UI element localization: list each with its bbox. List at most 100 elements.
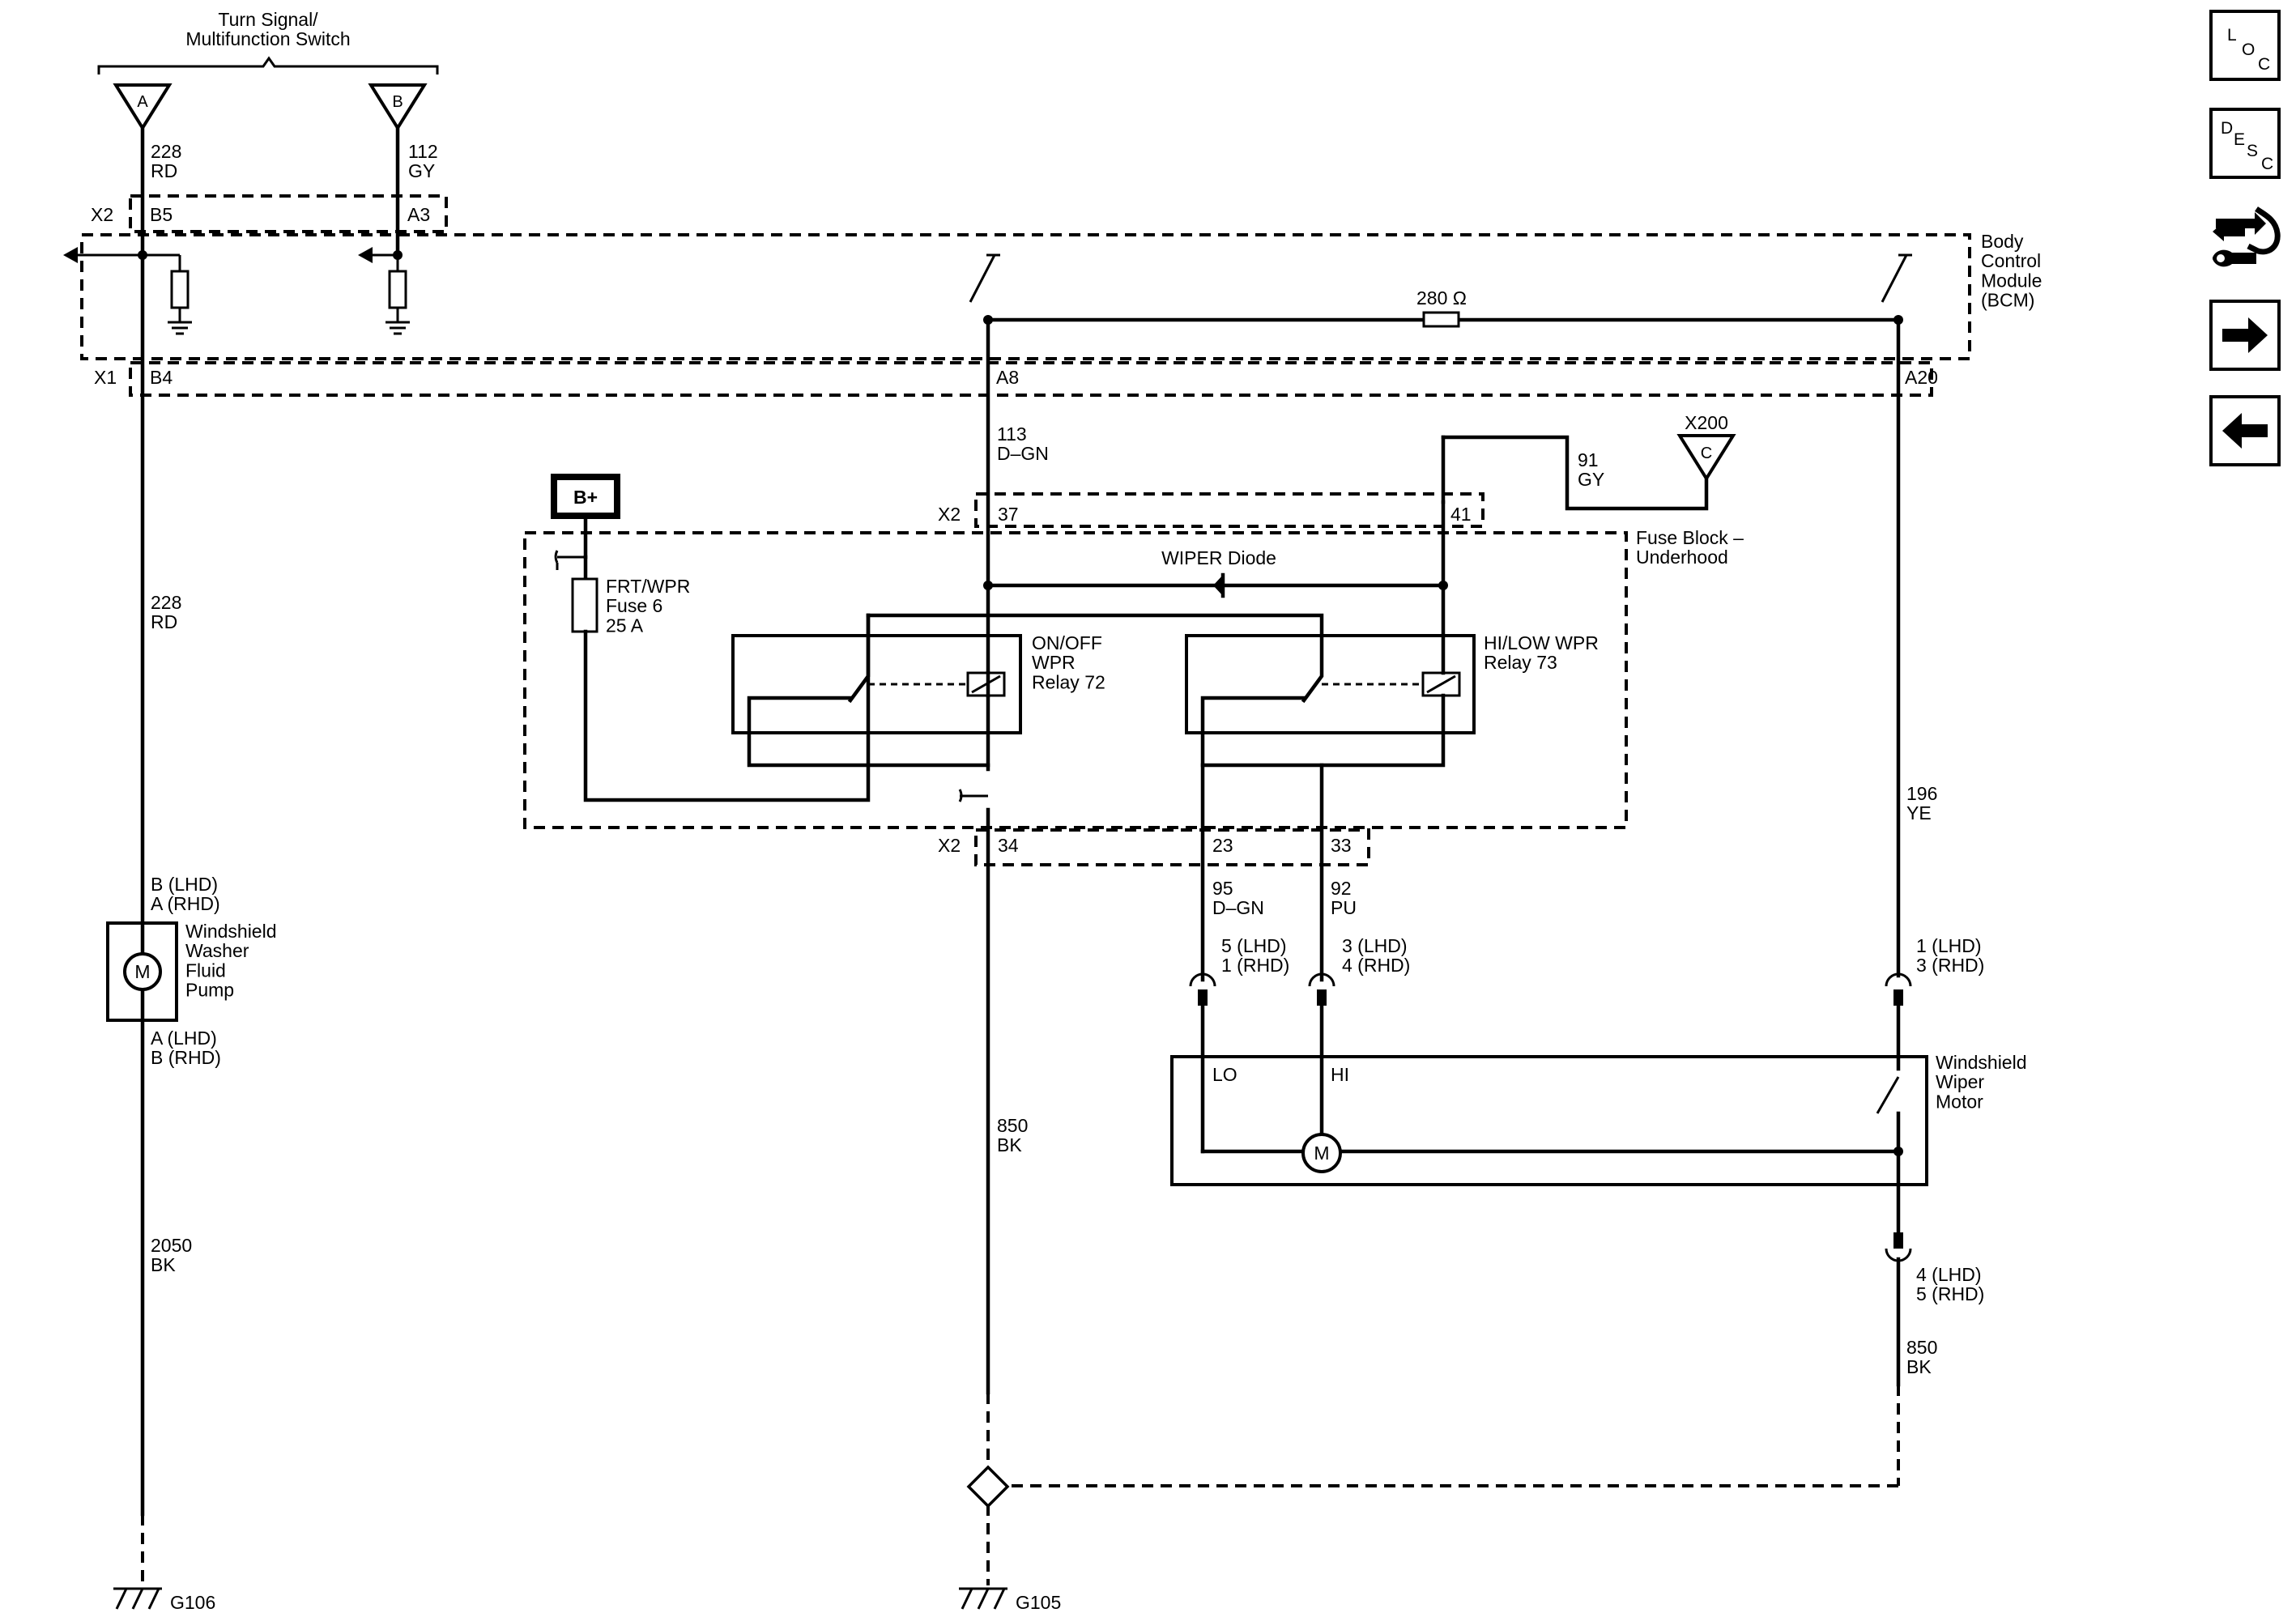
ground-g105-symbol xyxy=(959,1587,1007,1610)
loc-letter-c: C xyxy=(2258,55,2271,74)
x2-top-connector-box xyxy=(129,194,448,233)
park-switch xyxy=(1876,1076,1900,1114)
pin-a20: A20 xyxy=(1905,367,1938,388)
hi-label: HI xyxy=(1331,1064,1349,1085)
wiper-motor-m: M xyxy=(1314,1143,1329,1164)
fuse-block-label: Fuse Block –Underhood xyxy=(1636,527,1744,568)
x2-top-label: X2 xyxy=(91,204,113,225)
fuse-inline-connector xyxy=(554,550,559,570)
g106-label: G106 xyxy=(170,1592,215,1613)
washer-pump-m: M xyxy=(134,961,150,982)
arrow-left-icon xyxy=(2222,413,2268,449)
loc-letter-l: L xyxy=(2227,26,2237,45)
x2-upper-fb-label: X2 xyxy=(938,504,961,525)
desc-button[interactable]: D E S C xyxy=(2209,108,2281,179)
ground-inline-connector xyxy=(958,789,988,802)
x200-label: X200 xyxy=(1685,412,1728,433)
motor-hi-pin-label: 3 (LHD)4 (RHD) xyxy=(1342,935,1410,976)
arrow-right-icon xyxy=(2222,317,2268,353)
relay-73-box xyxy=(1185,634,1476,734)
motor-park-pin-label: 1 (LHD)3 (RHD) xyxy=(1916,935,1984,976)
pin-23: 23 xyxy=(1212,835,1233,856)
loc-letter-o: O xyxy=(2242,40,2256,59)
pin-41: 41 xyxy=(1450,504,1472,525)
pin-37: 37 xyxy=(998,504,1019,525)
motor-connectors xyxy=(1189,972,1912,1006)
connector-a-letter: A xyxy=(137,93,148,111)
fuse-element xyxy=(571,577,598,633)
pin-a8: A8 xyxy=(996,367,1019,388)
pin-33: 33 xyxy=(1331,835,1352,856)
pump-bottom-pin-label: A (LHD)B (RHD) xyxy=(151,1028,221,1068)
washer-pump-motor xyxy=(123,952,162,991)
x2-lower-fb-label: X2 xyxy=(938,835,961,856)
diagnostic-tools-icon[interactable] xyxy=(2208,201,2282,275)
pin-b5: B5 xyxy=(150,204,173,225)
motor-ground-pin-label: 4 (LHD)5 (RHD) xyxy=(1916,1264,1984,1304)
lo-label: LO xyxy=(1212,1064,1237,1085)
x2-fuseblock-bottom-box xyxy=(974,828,1370,866)
x1-connector-box xyxy=(129,361,1933,397)
battery-box xyxy=(551,474,620,519)
bcm-output-switches xyxy=(969,253,1912,328)
desc-letter-c: C xyxy=(2261,155,2274,173)
battery-label: B+ xyxy=(573,487,598,508)
g105-label: G105 xyxy=(1016,1592,1061,1613)
relay72-loop xyxy=(747,696,990,768)
connector-b-letter: B xyxy=(392,93,403,111)
relay72-contact-wire xyxy=(847,613,871,704)
next-page-button[interactable] xyxy=(2209,300,2281,371)
turn-signal-switch-label: Turn Signal/Multifunction Switch xyxy=(185,9,350,49)
wiper-motor-box xyxy=(1170,1055,1928,1186)
x1-label: X1 xyxy=(94,367,117,388)
desc-letter-e: E xyxy=(2234,130,2246,149)
connector-a-symbol xyxy=(113,83,173,131)
bcm-input-b5 xyxy=(63,247,192,335)
wire-91-route xyxy=(1441,435,1709,511)
wiper-diode-label: WIPER Diode xyxy=(1161,547,1276,568)
wiper-diode-symbol xyxy=(1213,575,1223,596)
connector-c-letter: C xyxy=(1701,445,1712,462)
loc-button[interactable]: L O C xyxy=(2209,10,2281,81)
relay-72-box xyxy=(731,634,1022,734)
resistor-label: 280 Ω xyxy=(1416,287,1467,309)
pin-a3: A3 xyxy=(407,204,430,225)
previous-page-button[interactable] xyxy=(2209,395,2281,466)
connector-b-symbol xyxy=(368,83,428,131)
ground-g106-symbol xyxy=(113,1587,162,1610)
relay73-loop xyxy=(1200,693,1446,768)
splice-diamond xyxy=(966,1465,1010,1508)
wiper-motor-symbol xyxy=(1301,1133,1342,1173)
relay73-contact-wire xyxy=(866,613,1324,704)
x2-fuseblock-top-box xyxy=(974,492,1485,528)
pump-top-pin-label: B (LHD)A (RHD) xyxy=(151,874,220,914)
pin-b4: B4 xyxy=(150,367,173,388)
pin-34: 34 xyxy=(998,835,1019,856)
desc-letter-s: S xyxy=(2247,142,2259,160)
fuse-block-boundary xyxy=(523,531,1628,829)
switch-bracket xyxy=(97,56,439,74)
connector-c-symbol xyxy=(1676,434,1736,482)
washer-pump-box xyxy=(106,921,178,1022)
desc-letter-d: D xyxy=(2221,119,2234,138)
fuse-to-relay72 xyxy=(583,613,871,802)
bcm-input-a3 xyxy=(358,247,410,335)
